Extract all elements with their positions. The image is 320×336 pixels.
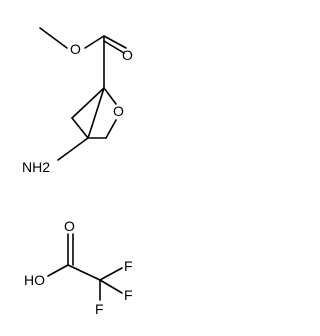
bond-c4-amine <box>57 137 89 161</box>
bond-c1-ring-o <box>103 87 117 105</box>
tfa-hydroxyl-label: HO <box>24 272 45 288</box>
ring-oxygen-label: O <box>113 103 124 119</box>
bond-left-ch2-c4 <box>71 117 89 139</box>
tfa-fluorine-2-label: F <box>124 287 133 303</box>
bicyclic-ester-molecule: O O O NH2 <box>22 27 133 175</box>
bond-carbonyl-double-1 <box>103 35 127 49</box>
chemical-structures: O O O NH2 O HO F F F <box>22 27 133 317</box>
bond-o-carbonyl <box>84 35 105 49</box>
tfa-bond-c-f2 <box>99 279 123 294</box>
bond-methyl-o <box>39 27 68 49</box>
ester-ether-oxygen-label: O <box>70 41 81 57</box>
bond-c1-left-ch2 <box>71 87 105 119</box>
tfa-bond-c-f1 <box>99 267 123 281</box>
tfa-fluorine-3-label: F <box>95 301 104 317</box>
trifluoroacetic-acid-molecule: O HO F F F <box>24 218 133 317</box>
bond-c1-bridge <box>91 87 105 127</box>
bond-carbonyl-double-2 <box>103 40 125 54</box>
tfa-fluorine-1-label: F <box>124 258 133 274</box>
amine-label: NH2 <box>22 159 50 175</box>
structure-canvas: O O O NH2 O HO F F F <box>22 27 133 317</box>
ester-carbonyl-oxygen-label: O <box>122 47 133 63</box>
tfa-bond-c-cf3 <box>67 264 101 281</box>
tfa-bond-c-oh <box>47 264 69 277</box>
bond-bridge-c4 <box>87 125 93 139</box>
tfa-carbonyl-oxygen-label: O <box>64 218 75 234</box>
bond-ring-o-ch2 <box>105 119 117 139</box>
